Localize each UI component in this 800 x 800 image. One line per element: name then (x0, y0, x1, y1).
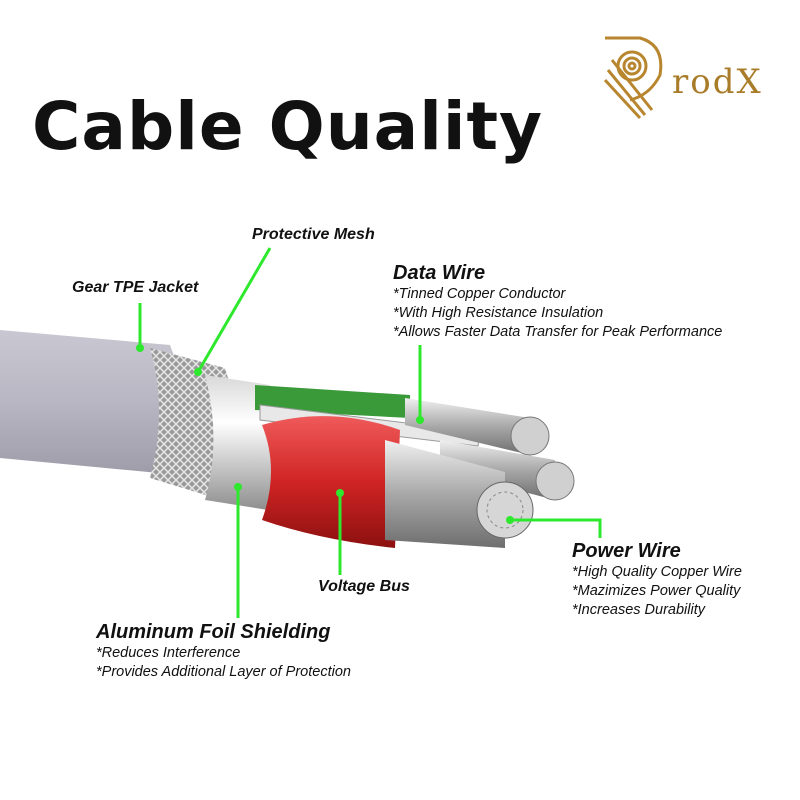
label-voltage-bus: Voltage Bus (318, 578, 410, 595)
label-mesh: Protective Mesh (252, 226, 375, 243)
label-power-wire: Power Wire (572, 540, 681, 562)
page-title: Cable Quality (32, 88, 544, 165)
foil-line: *Provides Additional Layer of Protection (96, 664, 351, 680)
data-wire-line: *Tinned Copper Conductor (393, 286, 566, 302)
power-wire-block: Power Wire *High Quality Copper Wire *Ma… (572, 540, 742, 620)
red-voltage-bus (262, 416, 400, 548)
pointer-mesh (196, 247, 272, 373)
data-wire-line: *Allows Faster Data Transfer for Peak Pe… (393, 324, 723, 340)
pointer-power (510, 518, 602, 538)
label-foil: Aluminum Foil Shielding (96, 621, 331, 643)
power-wire-line: *High Quality Copper Wire (572, 564, 742, 580)
tpe-jacket (0, 330, 186, 475)
logo-text: rodX (672, 62, 763, 102)
pointer-lines (138, 247, 602, 618)
data-wire-block: Data Wire *Tinned Copper Conductor *With… (393, 262, 722, 342)
label-data-wire: Data Wire (393, 262, 486, 284)
label-jacket: Gear TPE Jacket (72, 279, 199, 296)
data-wire-line: *With High Resistance Insulation (393, 305, 604, 321)
power-wire-line: *Mazimizes Power Quality (572, 583, 741, 599)
power-wire-strands (385, 440, 534, 548)
foil-block: Aluminum Foil Shielding *Reduces Interfe… (96, 621, 351, 682)
foil-line: *Reduces Interference (96, 645, 241, 661)
rodx-logo-icon (603, 36, 663, 120)
power-wire-line: *Increases Durability (572, 602, 705, 618)
